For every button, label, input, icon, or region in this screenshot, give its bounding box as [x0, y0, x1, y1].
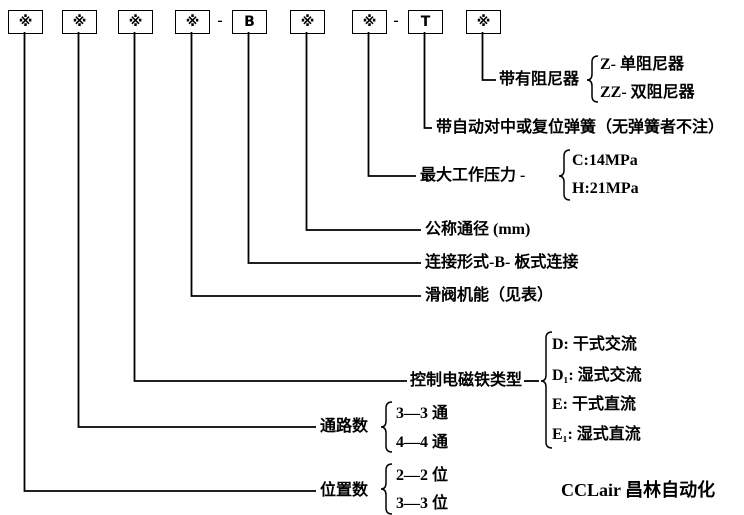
solenoid-label: 控制电磁铁类型 [410, 372, 523, 389]
brace-damper [586, 55, 599, 103]
code-box-connection: B [232, 10, 267, 34]
damper-option-2: ZZ- 双阻尼器 [600, 84, 695, 101]
damper-label: 带有阻尼器 [499, 71, 580, 88]
brace-solenoid [540, 331, 553, 449]
damper-option-1: Z- 单阻尼器 [600, 56, 685, 73]
spool-label: 滑阀机能（见表） [425, 287, 554, 304]
code-box-spool: ※ [175, 10, 210, 34]
code-box-damper: ※ [466, 10, 501, 34]
code-box-spring: T [408, 10, 443, 34]
code-box-positions: ※ [8, 10, 43, 34]
brace-ports [380, 401, 393, 453]
ports-label: 通路数 [320, 418, 369, 435]
positions-option-2: 3—3 位 [396, 495, 449, 512]
pressure-option-h: H:21MPa [572, 180, 639, 197]
code-box-solenoid: ※ [118, 10, 153, 34]
leader-lines [23, 32, 539, 492]
brace-pressure [558, 149, 571, 201]
brace-positions [380, 463, 393, 515]
pressure-label: 最大工作压力 - [420, 167, 526, 184]
connection-label: 连接形式-B- 板式连接 [425, 254, 579, 271]
ports-option-2: 4—4 通 [396, 434, 449, 451]
diameter-label: 公称通径 (mm) [425, 221, 531, 238]
solenoid-option-2: D₁: 湿式交流 [552, 367, 642, 384]
solenoid-option-1: D: 干式交流 [552, 336, 637, 353]
solenoid-option-4: E₁: 湿式直流 [552, 426, 641, 443]
code-box-ports: ※ [62, 10, 97, 34]
spring-label: 带自动对中或复位弹簧（无弹簧者不注） [436, 119, 725, 136]
pressure-option-c: C:14MPa [572, 152, 638, 169]
code-box-diameter: ※ [290, 10, 325, 34]
solenoid-option-3: E: 干式直流 [552, 396, 637, 413]
code-dash-2: - [393, 12, 399, 29]
code-dash-1: - [217, 12, 223, 29]
code-box-pressure: ※ [352, 10, 387, 34]
positions-label: 位置数 [320, 482, 369, 499]
ports-option-1: 3—3 通 [396, 405, 449, 422]
braces [380, 55, 599, 515]
positions-option-1: 2—2 位 [396, 467, 449, 484]
brand-text: CCLair 昌林自动化 [561, 480, 716, 500]
